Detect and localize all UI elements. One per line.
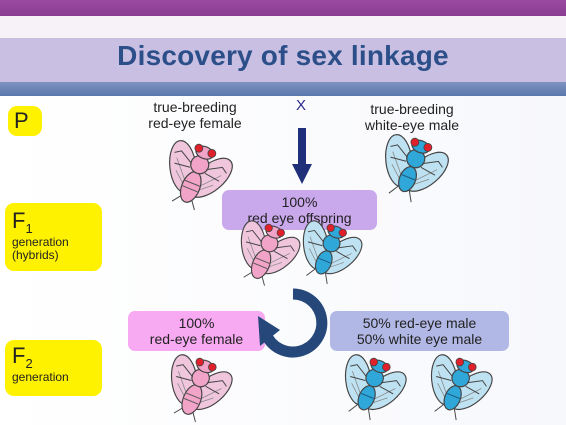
f1-result-line1: 100% (222, 194, 377, 210)
slide-title: Discovery of sex linkage (0, 40, 566, 72)
f1-label-letter: F (12, 208, 25, 233)
cycle-arrow-icon (258, 288, 328, 358)
f1-label-subscript: 1 (25, 221, 32, 236)
f2-female-line1: 100% (128, 315, 265, 331)
parent-male-line2: white-eye male (347, 117, 477, 133)
f2-generation-label: F2 generation (5, 340, 102, 396)
down-arrow-icon (292, 128, 312, 188)
header-band-top (0, 0, 566, 16)
female-fly-icon (168, 352, 226, 422)
f1-label-line2: (hybrids) (12, 249, 102, 262)
parent-female-line2: red-eye female (130, 115, 260, 131)
parent-female-line1: true-breeding (130, 99, 260, 115)
male-fly-icon (428, 352, 486, 422)
female-fly-icon (238, 218, 294, 286)
female-fly-icon (166, 138, 226, 210)
f2-female-box: 100% red-eye female (128, 311, 265, 351)
f2-male-line2: 50% white eye male (330, 331, 509, 347)
header-band-bottom (0, 82, 566, 96)
male-fly-icon (342, 352, 400, 422)
f2-male-box: 50% red-eye male 50% white eye male (330, 311, 509, 351)
p-label-text: P (14, 108, 29, 133)
parent-female-caption: true-breeding red-eye female (130, 99, 260, 131)
p-generation-label: P (8, 106, 42, 136)
f2-female-line2: red-eye female (128, 331, 265, 347)
cross-symbol: X (296, 97, 306, 114)
f2-label-letter: F (12, 343, 25, 368)
f2-label-subscript: 2 (25, 356, 32, 371)
f2-label-line1: generation (12, 371, 102, 384)
f2-male-line1: 50% red-eye male (330, 315, 509, 331)
male-fly-icon (382, 132, 442, 204)
parent-male-caption: true-breeding white-eye male (347, 101, 477, 133)
f1-generation-label: F1 generation (hybrids) (5, 203, 102, 271)
header-band-gap (0, 16, 566, 38)
male-fly-icon (300, 218, 356, 286)
parent-male-line1: true-breeding (347, 101, 477, 117)
